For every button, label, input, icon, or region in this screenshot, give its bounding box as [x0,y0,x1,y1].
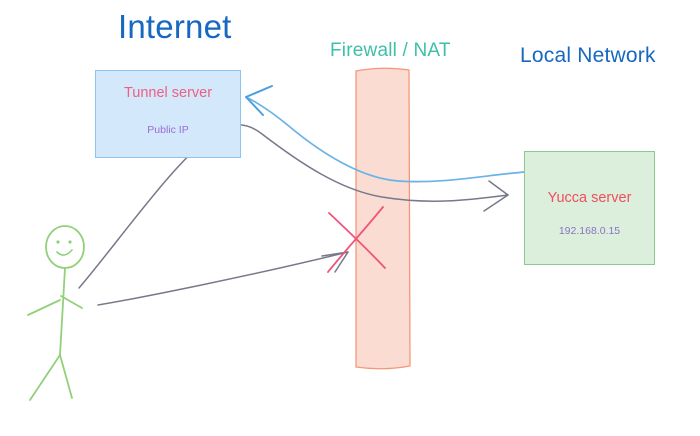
node-tunnel-server-sublabel: Public IP [147,124,189,136]
blocked-x-stroke-b [327,206,384,273]
node-yucca-server-ip: 192.168.0.15 [558,225,621,237]
stick-figure-head [45,225,85,269]
zone-title-local-network: Local Network [520,44,656,67]
zone-title-firewall: Firewall / NAT [330,40,451,61]
tunnel-link-arrowhead-icon [245,85,273,116]
user-to-yucca-path [78,124,509,289]
stick-figure-leg-right [59,354,73,399]
node-yucca-server-label: Yucca server [547,190,632,206]
stick-figure-arm-right [60,295,83,309]
user-direct-path [97,251,349,306]
stick-figure-arm-left [27,299,61,316]
stick-figure-eye-left [56,240,60,244]
tunnel-link-line [245,96,525,183]
stick-figure-torso [59,267,66,356]
firewall-nat-barrier [355,67,411,370]
node-tunnel-server[interactable]: Tunnel server Public IP [95,70,241,158]
user-to-yucca-arrowhead-icon [483,180,509,212]
stick-figure-smile [56,249,73,256]
stick-figure-leg-left [29,354,61,401]
user-stick-figure [27,225,85,401]
zone-title-internet: Internet [118,8,232,45]
node-tunnel-server-label: Tunnel server [123,85,213,101]
stick-figure-eye-right [68,240,72,244]
node-yucca-server[interactable]: Yucca server 192.168.0.15 [524,151,655,265]
